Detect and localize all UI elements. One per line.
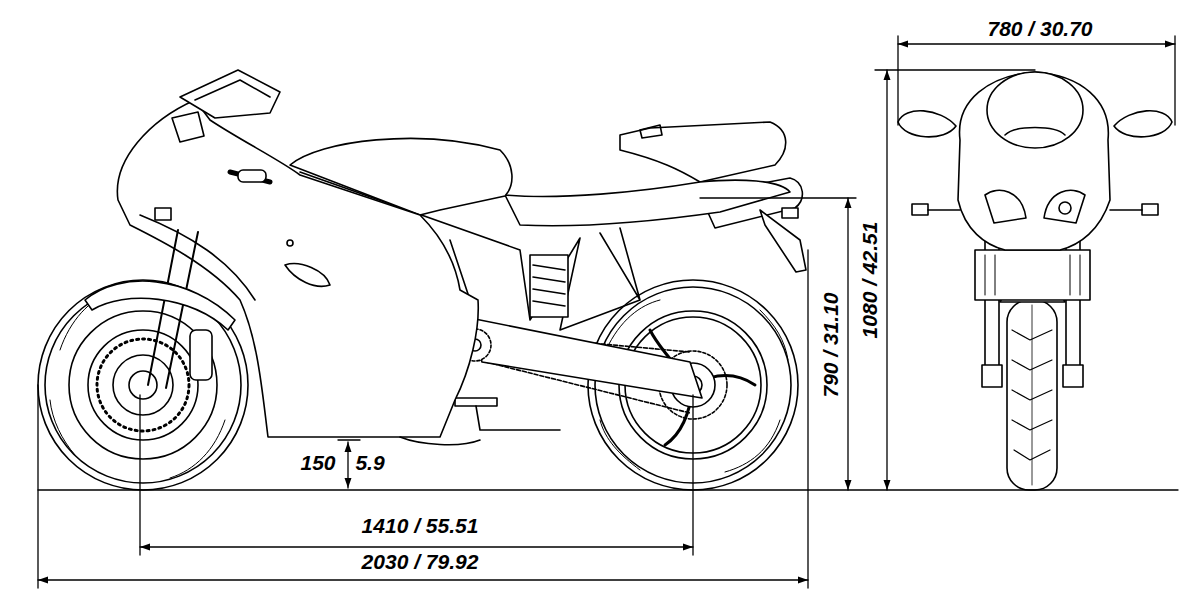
dimension-label: 1080 / 42.51: [858, 220, 881, 341]
dimension-label: 790 / 31.10: [819, 290, 842, 399]
dimension-lines: [38, 36, 1178, 588]
dimension-label: 150: [298, 451, 337, 474]
dimension-label: 1410 / 55.51: [360, 514, 481, 537]
dimension-label: 5.9: [353, 451, 386, 474]
dimension-label: 2030 / 79.92: [360, 550, 481, 573]
front-fork: [85, 230, 235, 388]
windscreen: [155, 70, 280, 220]
front-view: [898, 72, 1172, 490]
dimension-label: 780 / 30.70: [985, 17, 1094, 40]
front-wheel: [38, 280, 248, 490]
